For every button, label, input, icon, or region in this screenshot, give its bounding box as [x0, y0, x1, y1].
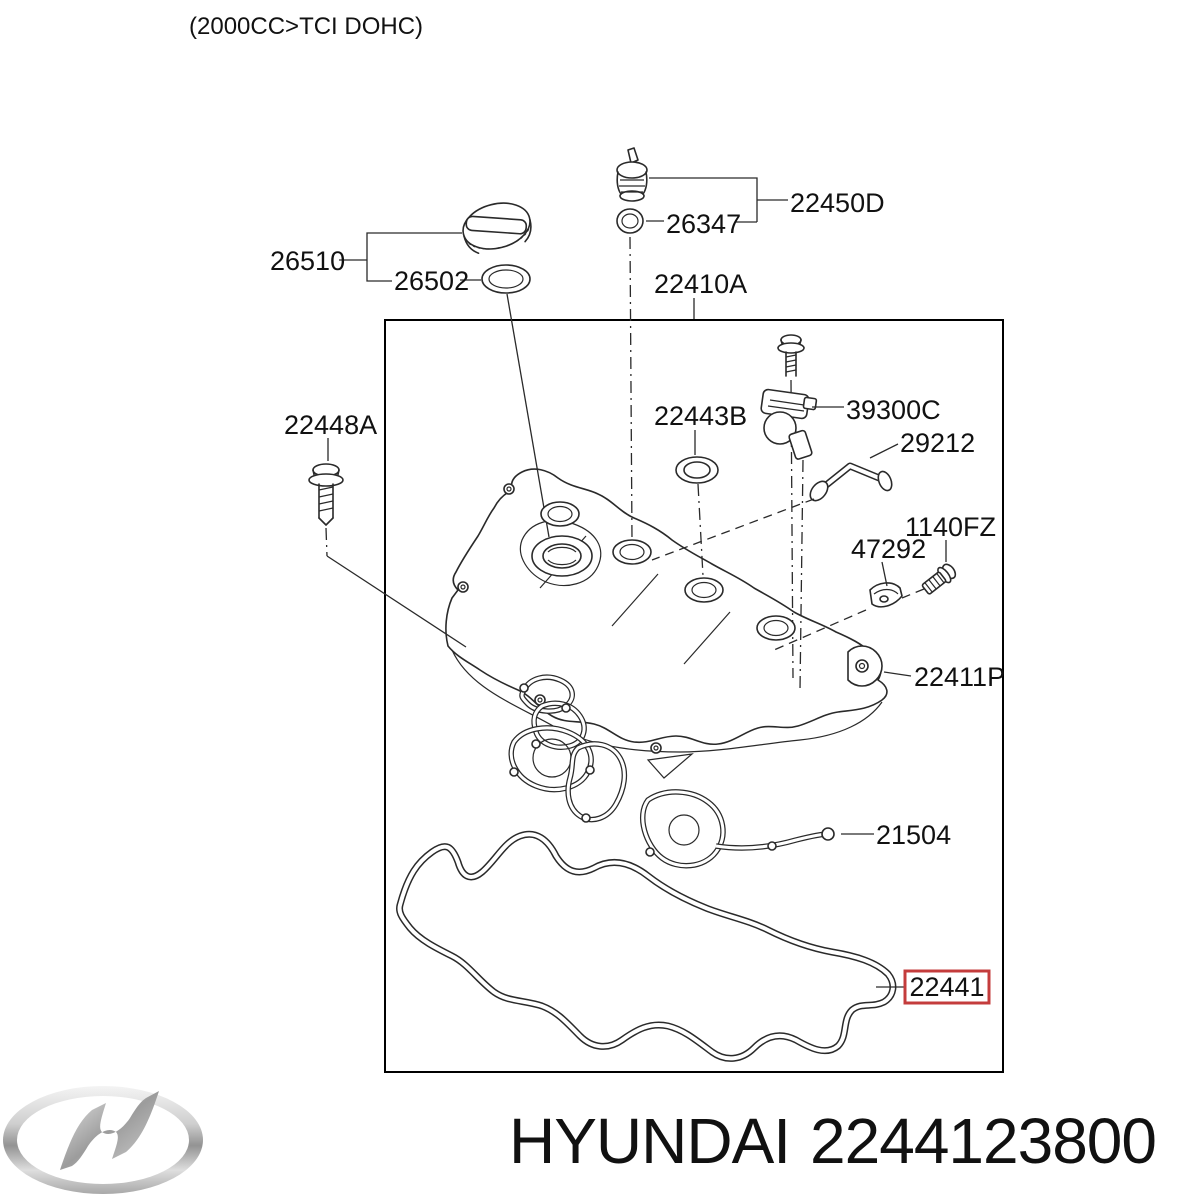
footer-part-text: HYUNDAI 2244123800	[509, 1105, 1156, 1177]
part-label-22441: 22441	[909, 972, 984, 1002]
valve-cover-drawing	[445, 468, 912, 754]
part-label-21504: 21504	[876, 820, 951, 850]
part-label-26502: 26502	[394, 266, 469, 296]
part-label-22450D: 22450D	[790, 188, 885, 218]
oil-filler-cap-drawing	[339, 202, 550, 538]
pcv-valve-drawing	[616, 147, 788, 222]
hyundai-logo	[3, 1086, 203, 1194]
part-label-22443B: 22443B	[654, 401, 747, 431]
pcv-seal-drawing	[616, 208, 757, 541]
part-group-frame	[384, 319, 1004, 1073]
upper-gasket-drawing	[508, 674, 874, 869]
part-label-1140FZ: 1140FZ	[905, 512, 996, 542]
part-label-22410A: 22410A	[654, 269, 747, 299]
part-label-26347: 26347	[666, 209, 741, 239]
breather-hose-drawing	[651, 443, 899, 561]
part-label-47292: 47292	[851, 534, 926, 564]
part-label-26510: 26510	[270, 246, 345, 276]
valve-cover-gasket-drawing	[396, 830, 904, 1062]
part-label-29212: 29212	[900, 428, 975, 458]
part-label-22448A: 22448A	[284, 410, 377, 440]
brand-text: HYUNDAI	[509, 1105, 790, 1177]
camshaft-sensor-drawing	[760, 388, 844, 691]
harness-bracket-drawing	[773, 561, 903, 651]
plug-tube-seal-drawing	[675, 430, 719, 577]
engine-variant-label: (2000CC>TCI DOHC)	[189, 13, 423, 40]
bracket-bolt-drawing	[901, 540, 957, 599]
part-label-22411P: 22411P	[914, 662, 1005, 692]
cover-bolt-left-drawing	[308, 438, 467, 648]
footer-part-number: 2244123800	[810, 1105, 1156, 1177]
part-label-39300C: 39300C	[846, 395, 941, 425]
highlighted-part-box: 22441	[903, 969, 991, 1005]
